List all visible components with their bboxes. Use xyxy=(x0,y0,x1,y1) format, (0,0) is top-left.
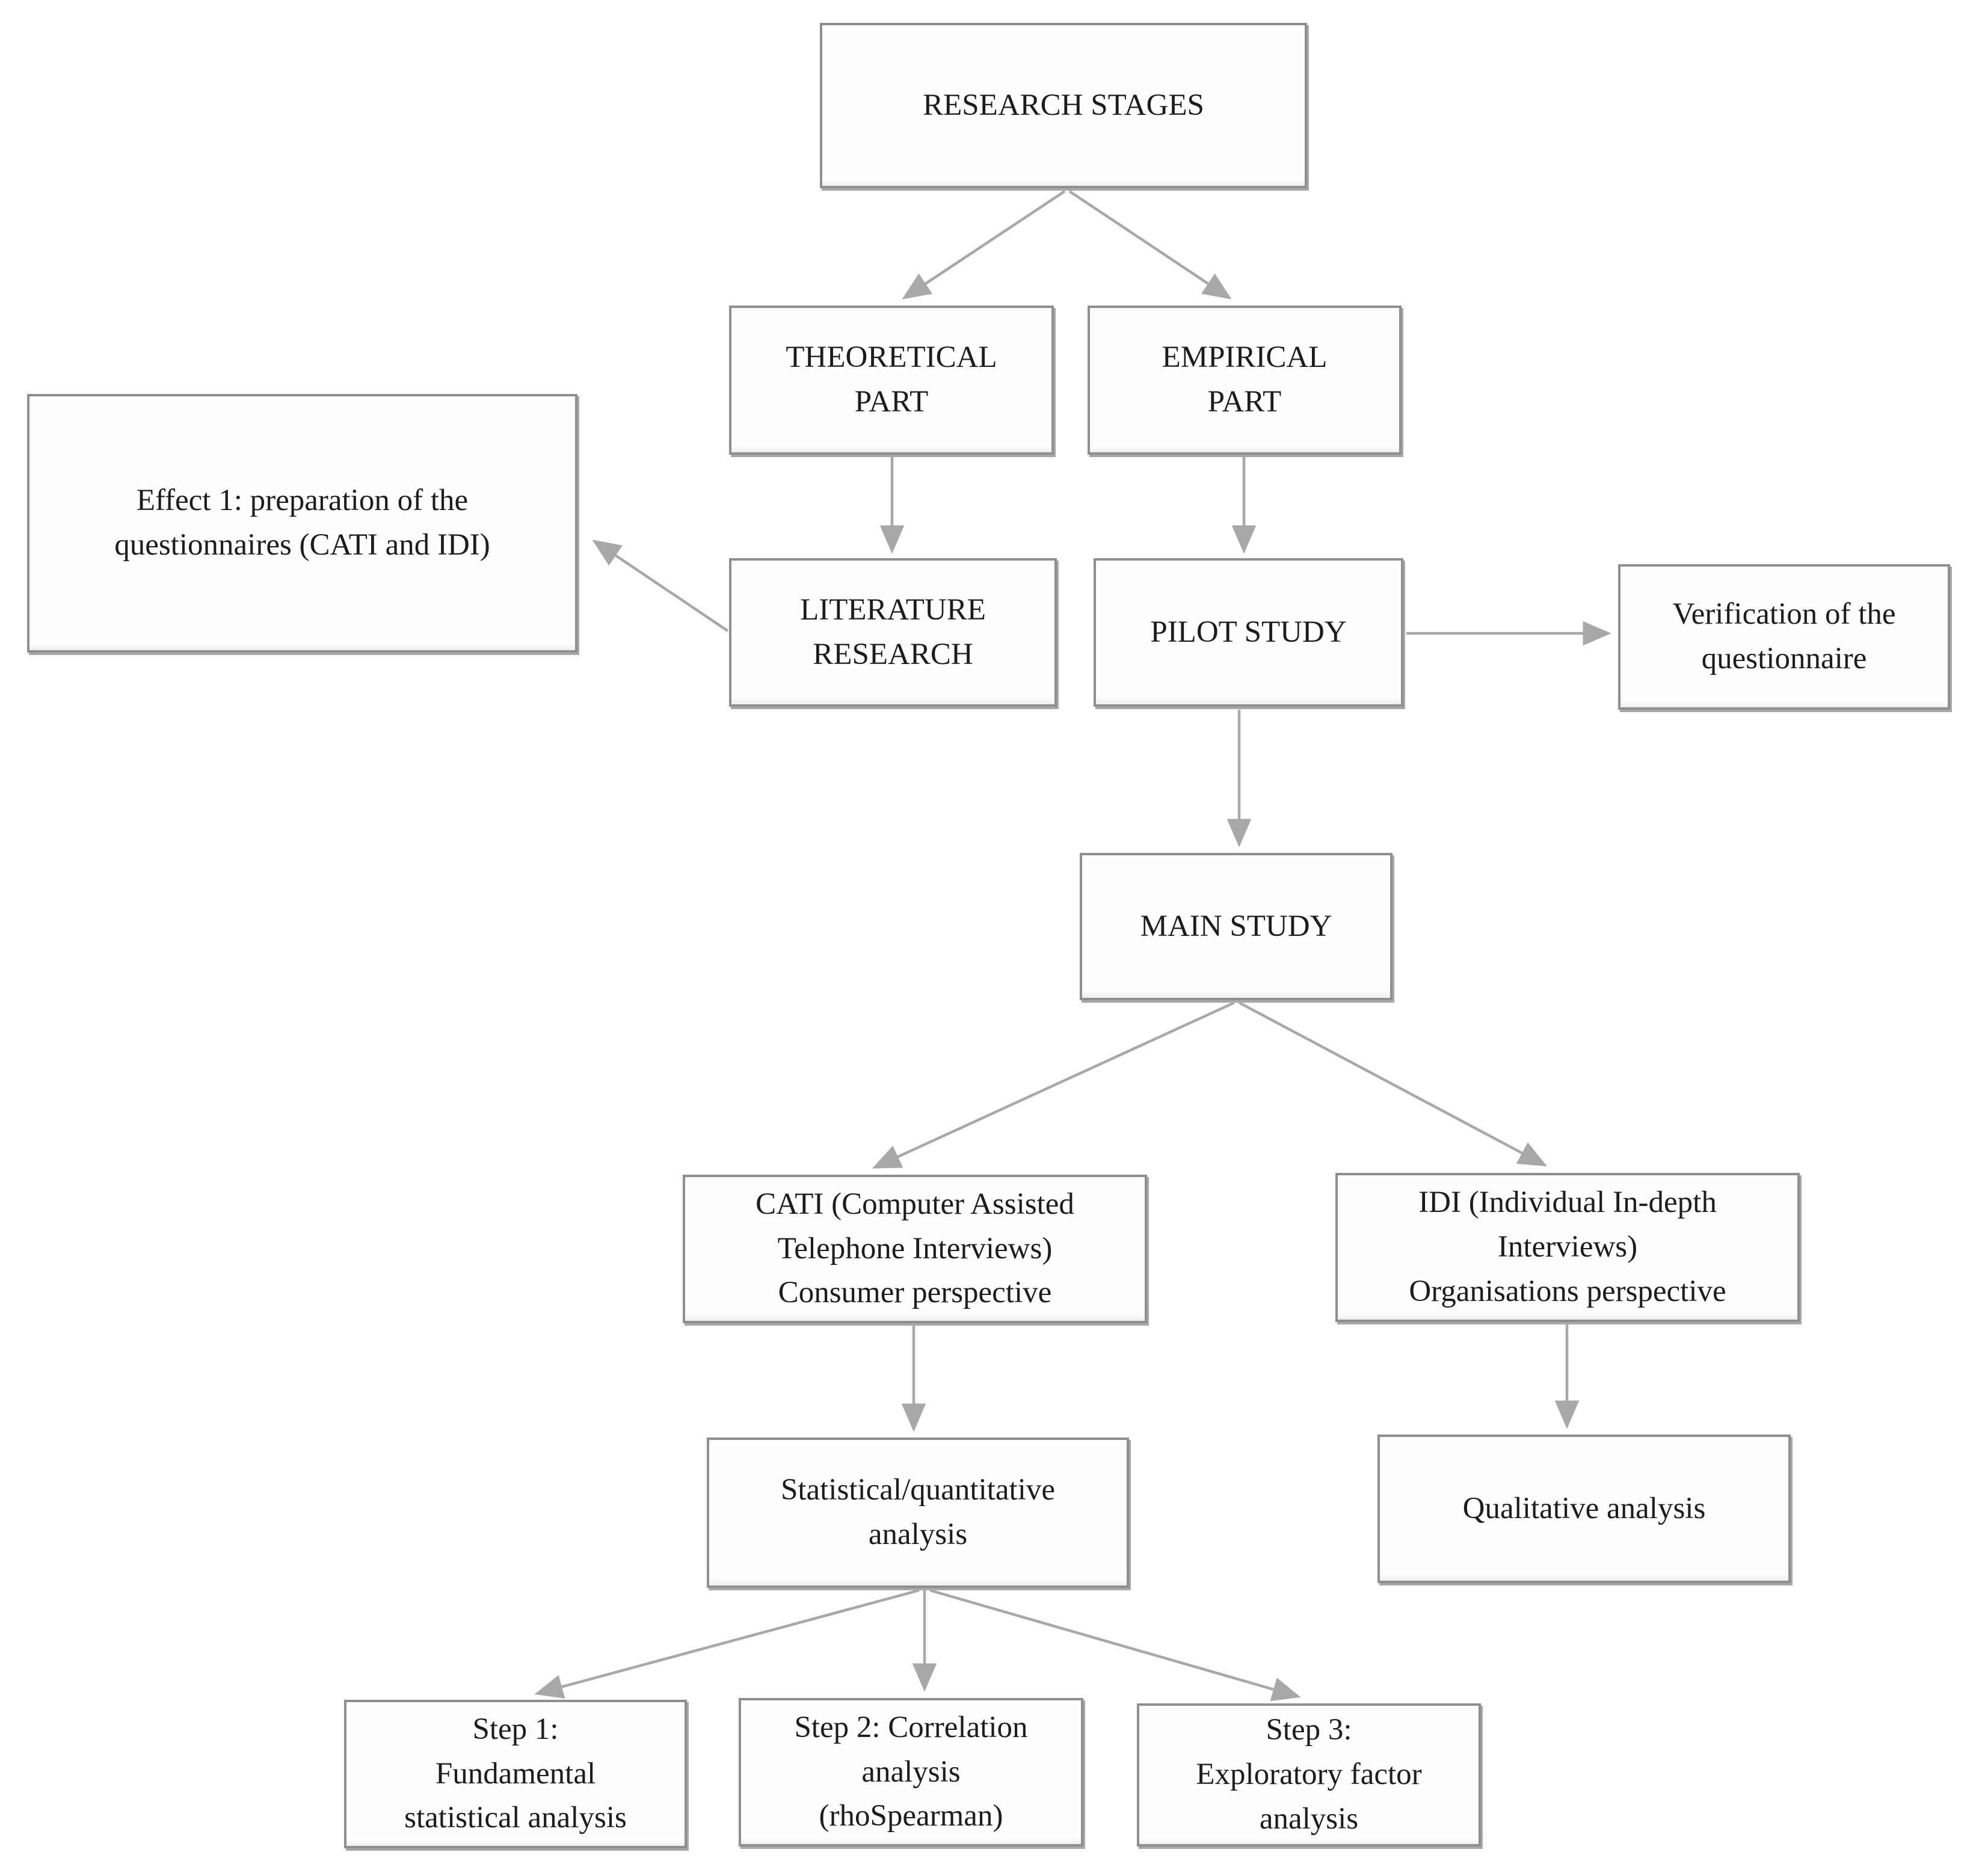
node-cati-label: CATI (Computer Assisted Telephone Interv… xyxy=(756,1187,1074,1310)
node-step-2-label: Step 2: Correlation analysis (rhoSpearma… xyxy=(794,1710,1028,1833)
arrow-literature-research-to-effect-1 xyxy=(592,540,729,632)
node-step-3-label: Step 3: Exploratory factor analysis xyxy=(1196,1713,1422,1836)
node-empirical-part-label: EMPIRICAL PART xyxy=(1162,340,1328,419)
arrow-research-stages-to-empirical-part xyxy=(1068,190,1232,300)
node-cati: CATI (Computer Assisted Telephone Interv… xyxy=(683,1175,1147,1323)
arrow-research-stages-to-theoretical-part xyxy=(902,190,1066,300)
node-literature-research: LITERATURE RESEARCH xyxy=(729,558,1057,707)
node-step-3: Step 3: Exploratory factor analysis xyxy=(1137,1703,1481,1847)
node-verification: Verification of the questionnaire xyxy=(1618,564,1950,710)
node-statistical-analysis: Statistical/quantitative analysis xyxy=(707,1438,1129,1588)
node-empirical-part: EMPIRICAL PART xyxy=(1088,306,1402,455)
node-research-stages-label: RESEARCH STAGES xyxy=(923,88,1204,122)
node-qualitative-analysis: Qualitative analysis xyxy=(1377,1435,1791,1583)
node-effect-1-label: Effect 1: preparation of the questionnai… xyxy=(114,484,490,562)
node-research-stages: RESEARCH STAGES xyxy=(820,23,1307,188)
arrow-statistical-analysis-to-step-3 xyxy=(929,1588,1301,1702)
node-statistical-analysis-label: Statistical/quantitative analysis xyxy=(780,1473,1056,1551)
node-idi-label: IDI (Individual In-depth Interviews) Org… xyxy=(1409,1186,1726,1308)
node-qualitative-analysis-label: Qualitative analysis xyxy=(1462,1491,1706,1525)
arrow-main-study-to-cati xyxy=(872,1001,1235,1169)
node-effect-1: Effect 1: preparation of the questionnai… xyxy=(27,394,577,653)
node-main-study: MAIN STUDY xyxy=(1080,853,1393,1000)
node-theoretical-part: THEORETICAL PART xyxy=(729,306,1054,455)
node-pilot-study: PILOT STUDY xyxy=(1094,558,1403,707)
node-verification-label: Verification of the questionnaire xyxy=(1672,597,1896,675)
node-literature-research-label: LITERATURE RESEARCH xyxy=(800,592,986,671)
arrow-main-study-to-idi xyxy=(1238,1001,1547,1167)
node-step-1: Step 1: Fundamental statistical analysis xyxy=(344,1700,687,1848)
arrow-statistical-analysis-to-step-1 xyxy=(534,1588,920,1699)
node-main-study-label: MAIN STUDY xyxy=(1140,909,1332,943)
node-step-1-label: Step 1: Fundamental statistical analysis xyxy=(404,1712,627,1835)
node-step-2: Step 2: Correlation analysis (rhoSpearma… xyxy=(739,1698,1083,1847)
node-pilot-study-label: PILOT STUDY xyxy=(1150,615,1347,649)
node-idi: IDI (Individual In-depth Interviews) Org… xyxy=(1335,1173,1800,1322)
node-theoretical-part-label: THEORETICAL PART xyxy=(786,340,997,419)
